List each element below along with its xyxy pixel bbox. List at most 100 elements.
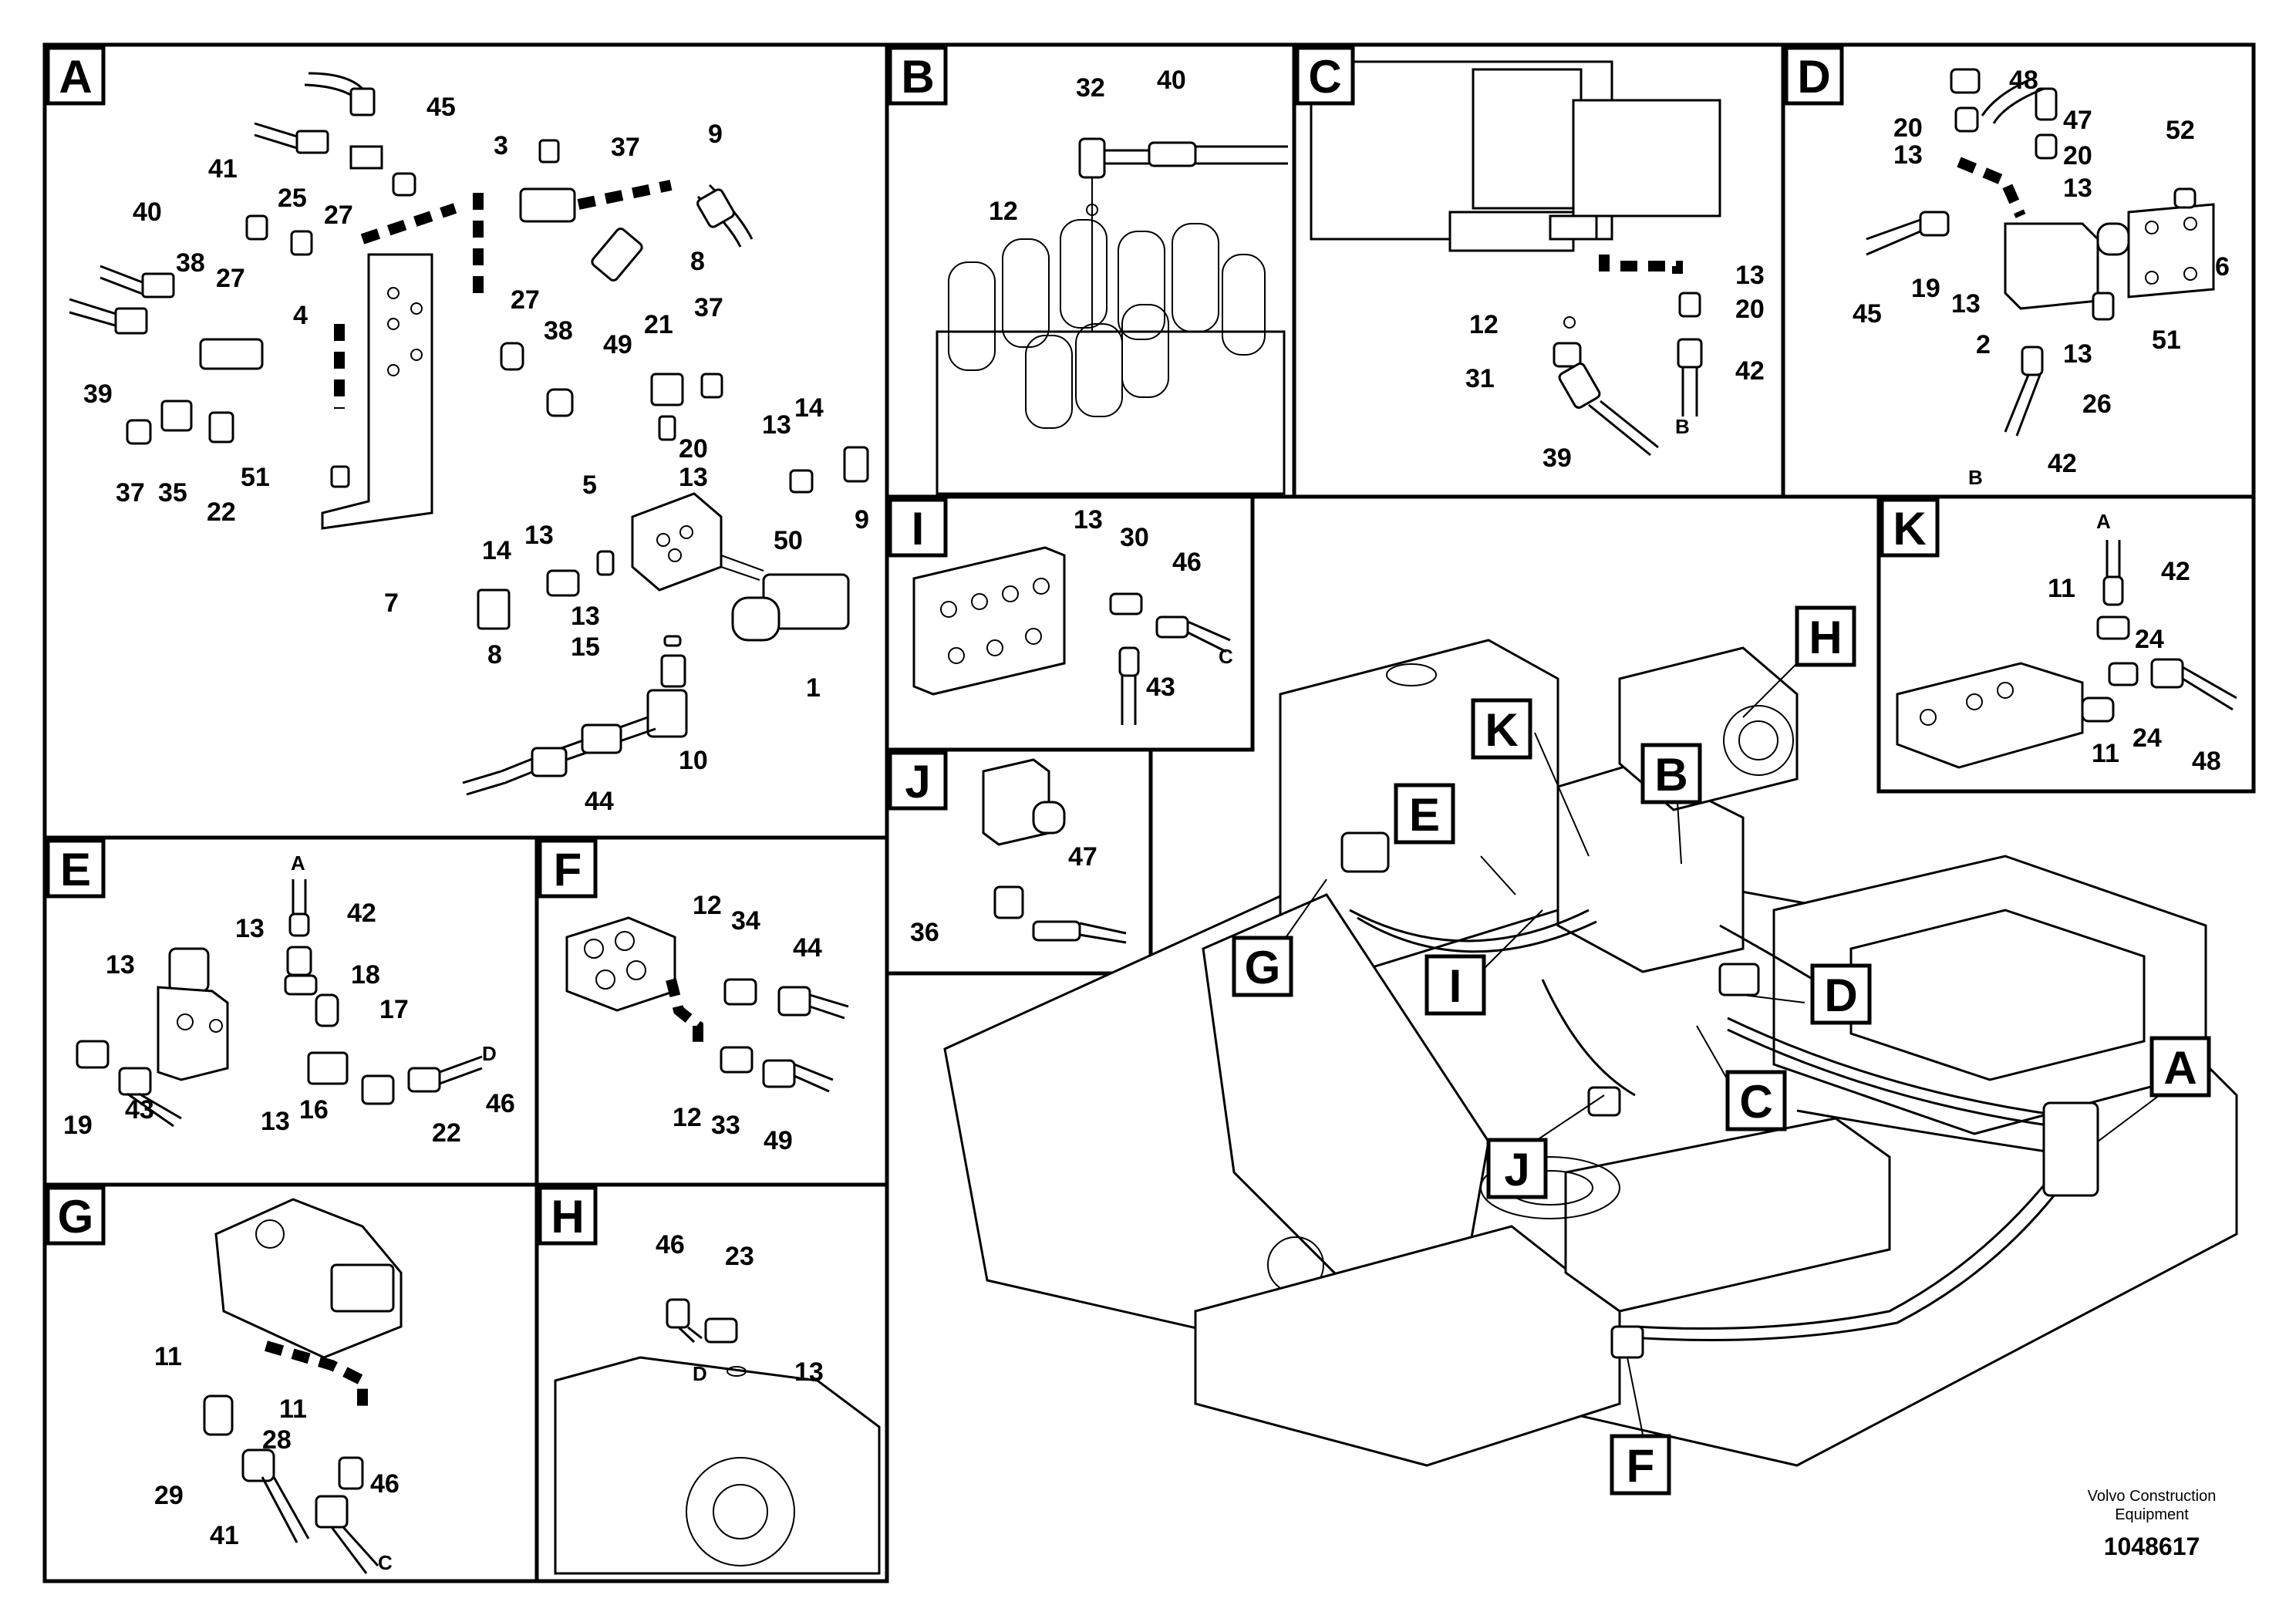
callout: 2 <box>1976 330 1991 359</box>
callout: 42 <box>2161 557 2190 586</box>
callout: 39 <box>83 379 113 409</box>
callout: 21 <box>644 310 673 339</box>
panel-g-artwork <box>203 1198 403 1574</box>
callout: 13 <box>1893 140 1923 170</box>
callouts-panel-d: 48 20 47 13 20 13 52 45 19 13 6 2 13 51 … <box>1853 66 2230 489</box>
callout: 9 <box>708 120 723 149</box>
callout: 40 <box>133 197 162 227</box>
callout: 3 <box>494 131 508 160</box>
callout: 24 <box>2132 723 2162 753</box>
callout: 37 <box>694 293 723 322</box>
overview-label-h: H <box>1809 612 1842 663</box>
panel-k-artwork <box>1896 540 2237 769</box>
callouts-panel-f: 12 34 44 12 33 49 <box>673 891 822 1155</box>
callouts-panel-a: 45 41 25 27 3 37 9 40 38 27 4 8 27 38 49… <box>83 93 869 816</box>
callout: 1 <box>806 673 821 703</box>
callout: 13 <box>571 602 600 631</box>
callout: 13 <box>762 410 791 440</box>
callout: A <box>291 851 305 875</box>
callout: 11 <box>154 1342 182 1371</box>
callout: 27 <box>324 201 353 230</box>
callouts-panel-e: A 42 13 18 13 17 19 43 13 16 22 D 46 <box>63 851 515 1148</box>
panel-i-artwork <box>912 546 1231 725</box>
callout: 12 <box>693 891 722 920</box>
callout: 16 <box>299 1095 329 1125</box>
callout: 42 <box>2048 449 2077 478</box>
company-line-1: Volvo Construction <box>2088 1488 2217 1505</box>
overview-tags: H K B E G I D C A J F <box>1232 605 2211 1496</box>
callout: 27 <box>216 264 245 293</box>
callout: 49 <box>764 1126 793 1155</box>
callouts-panel-g: 11 11 28 29 41 46 C <box>154 1342 400 1574</box>
document-number: 1048617 <box>2104 1533 2200 1560</box>
callout: 8 <box>690 247 705 276</box>
callout: 22 <box>207 497 236 527</box>
callout: D <box>482 1042 497 1065</box>
callout: 40 <box>1157 66 1186 95</box>
callout: 20 <box>1735 295 1765 324</box>
callout: 9 <box>855 505 869 534</box>
callout: 48 <box>2009 66 2038 95</box>
company-line-2: Equipment <box>2115 1506 2189 1523</box>
callout: 27 <box>511 285 540 315</box>
callout: 13 <box>794 1357 824 1387</box>
callout: 5 <box>582 470 597 500</box>
callout: 51 <box>2152 325 2181 355</box>
panel-label-k: K <box>1893 503 1926 555</box>
callout: 41 <box>210 1521 239 1550</box>
callout: 11 <box>2048 574 2075 603</box>
callout: 12 <box>989 197 1018 226</box>
panel-b-artwork <box>936 137 1288 495</box>
hose-dash <box>334 203 457 409</box>
callout: 31 <box>1465 364 1495 393</box>
callouts-panel-c: 13 20 12 42 31 39 B <box>1465 261 1765 473</box>
callout: 13 <box>235 914 265 943</box>
callout: 52 <box>2166 116 2195 145</box>
panel-a-frame <box>42 42 889 840</box>
callout: 48 <box>2192 747 2221 776</box>
callout: 28 <box>262 1425 292 1455</box>
panel-j-artwork <box>982 758 1127 944</box>
valve-block-2 <box>2004 222 2099 310</box>
callout: 37 <box>611 133 640 162</box>
callout: 11 <box>279 1394 307 1424</box>
callout: 45 <box>1853 299 1882 329</box>
panel-c-artwork <box>1310 60 1721 457</box>
panel-e-frame <box>42 835 539 1187</box>
callout: 13 <box>261 1107 290 1136</box>
callout: 20 <box>679 434 708 464</box>
callout: 45 <box>426 93 456 122</box>
callout: 11 <box>2092 739 2119 768</box>
callout: 47 <box>2063 106 2092 135</box>
callout: 13 <box>106 950 135 980</box>
callout: B <box>1675 415 1690 438</box>
callout: 13 <box>1735 261 1765 290</box>
callout: 22 <box>432 1118 461 1148</box>
callout: 30 <box>1120 523 1149 552</box>
callout: D <box>693 1362 707 1385</box>
panel-label-f: F <box>554 844 582 895</box>
panel-k-frame <box>1876 494 2256 794</box>
footer: Volvo Construction Equipment 1048617 <box>2088 1488 2217 1560</box>
callout: 51 <box>241 463 270 492</box>
callout: 36 <box>910 918 939 947</box>
overview-label-d: D <box>1824 969 1857 1021</box>
callout: 14 <box>794 393 824 423</box>
callout: 7 <box>384 588 399 618</box>
overview-label-e: E <box>1409 789 1440 841</box>
callout: 23 <box>725 1242 754 1271</box>
callout: 32 <box>1076 73 1105 103</box>
callouts-panel-k: A 42 11 24 11 24 48 <box>2048 510 2221 776</box>
callout: 13 <box>2063 339 2092 369</box>
overview-label-c: C <box>1739 1076 1772 1128</box>
valve-a-overview <box>2042 1101 2099 1197</box>
panel-label-d: D <box>1797 51 1830 103</box>
callout: 41 <box>208 154 238 184</box>
panel-label-b: B <box>901 51 934 103</box>
panel-label-c: C <box>1308 51 1341 103</box>
callout: 34 <box>731 906 760 936</box>
callout: A <box>2096 510 2111 533</box>
callout: 42 <box>347 899 376 928</box>
callout: C <box>1219 645 1233 668</box>
